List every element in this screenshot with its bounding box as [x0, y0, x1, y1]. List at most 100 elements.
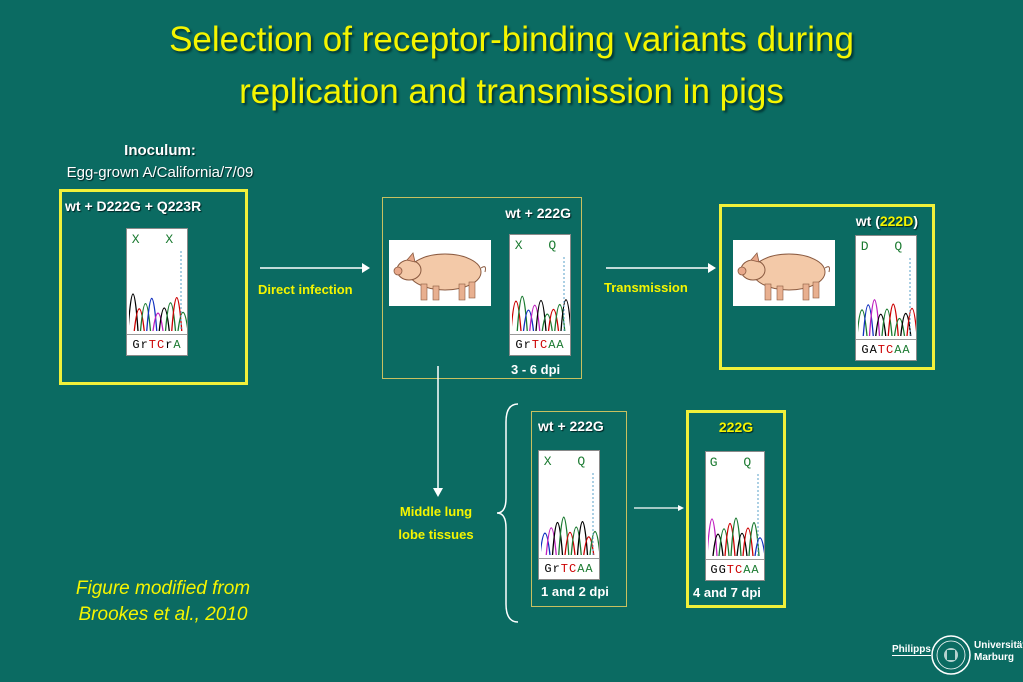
- middle-lung-line-2: lobe tissues: [398, 527, 474, 542]
- pig2-genotype-highlight: 222D: [879, 213, 914, 229]
- trace-peak: [139, 303, 152, 331]
- university-logo: Philipps Universität Marburg: [890, 632, 1023, 678]
- trace-peak: [887, 303, 899, 336]
- lung-late-chromatogram: G Q GGTCAA: [705, 451, 765, 581]
- trace-peak: [152, 312, 164, 331]
- sequence-segment: AA: [743, 563, 760, 577]
- sequence: GrTCrA: [127, 334, 187, 352]
- trace-peak: [862, 304, 874, 336]
- trace-peak: [736, 532, 748, 556]
- trace-plot: [541, 473, 599, 555]
- transmission-label: Transmission: [604, 280, 688, 295]
- transmission-arrow: [606, 263, 716, 273]
- sequence: GrTCAA: [510, 334, 570, 352]
- trace-plot: [512, 257, 570, 331]
- trace-peak: [708, 518, 718, 556]
- sequence-segment: TC: [531, 338, 549, 352]
- trace-peak: [529, 304, 541, 331]
- pig1-image: [389, 240, 491, 306]
- lung-early-box: wt + 222G X Q GrTCAA 1 and 2 dpi: [531, 411, 627, 607]
- logo-text-right: Universität Marburg: [974, 640, 1023, 664]
- inoculum-strain: Egg-grown A/California/7/09: [66, 164, 254, 181]
- sequence-segment: TC: [877, 343, 895, 357]
- sequence-segment: Gr: [132, 338, 149, 352]
- trace-peak: [522, 309, 535, 331]
- sequence-segment: TC: [148, 338, 166, 352]
- sequence-segment: r: [165, 338, 174, 352]
- pig-icon: [393, 252, 486, 301]
- title-line-1: Selection of receptor-binding variants d…: [169, 20, 854, 59]
- trace-plot: [858, 258, 916, 336]
- lung-early-dpi: 1 and 2 dpi: [541, 584, 609, 599]
- sequence-segment: GG: [710, 563, 727, 577]
- inoculum-genotype: wt + D222G + Q223R: [65, 198, 202, 214]
- inoculum-box: wt + D222G + Q223R X X GrTCrA: [59, 189, 248, 385]
- trace-peak: [547, 308, 560, 331]
- trace-peak: [516, 295, 528, 331]
- sequence-segment: AA: [548, 338, 565, 352]
- sequence-segment: Gr: [544, 562, 561, 576]
- pig2-genotype-prefix: wt (: [855, 213, 880, 229]
- pig2-genotype-suffix: ): [913, 213, 918, 229]
- trace-peak: [133, 308, 145, 331]
- direct-infection-label: Direct infection: [258, 282, 353, 297]
- university-seal-icon: [931, 635, 971, 675]
- codon-label: X X: [131, 232, 183, 247]
- codon-label: D Q: [860, 239, 912, 254]
- pig2-box: wt (222D) D Q GATCAA: [719, 204, 935, 370]
- pig1-box: wt + 222G X Q GrTCAA 3 - 6 dpi: [382, 197, 582, 379]
- trace-plot: [708, 474, 764, 556]
- trace-peak: [858, 309, 868, 336]
- trace-peak: [129, 293, 139, 331]
- sequence: GATCAA: [856, 339, 916, 357]
- pig1-chromatogram: X Q GrTCAA: [509, 234, 571, 356]
- down-arrow: [433, 366, 443, 497]
- direct-infection-arrow: [260, 263, 370, 273]
- lung-early-chromatogram: X Q GrTCAA: [538, 450, 600, 580]
- trace-peak: [748, 522, 760, 556]
- trace-peak: [146, 297, 158, 331]
- trace-peak: [730, 517, 742, 556]
- middle-lung-line-1: Middle lung: [399, 504, 473, 519]
- logo-text-right-1: Universität: [974, 640, 1023, 651]
- trace-peak: [881, 308, 893, 336]
- pig2-image: [733, 240, 835, 306]
- pig1-dpi: 3 - 6 dpi: [511, 362, 561, 377]
- sequence-segment: A: [173, 338, 182, 352]
- sequence-segment: GA: [861, 343, 878, 357]
- trace-peak: [570, 526, 582, 555]
- trace-peak: [893, 317, 906, 336]
- pig2-chromatogram: D Q GATCAA: [855, 235, 917, 361]
- trace-peak: [906, 308, 916, 336]
- trace-peak: [551, 521, 564, 555]
- sequence-segment: AA: [894, 343, 911, 357]
- lung-arrow: [634, 505, 684, 511]
- trace-peak: [724, 522, 736, 556]
- sequence-segment: Gr: [515, 338, 532, 352]
- trace-peak: [541, 313, 553, 331]
- trace-plot: [129, 251, 187, 331]
- lung-late-box: 222G G Q GGTCAA 4 and 7 dpi: [686, 410, 786, 608]
- trace-peak: [512, 300, 522, 331]
- lung-late-dpi: 4 and 7 dpi: [693, 585, 761, 600]
- page-title: Selection of receptor-binding variants d…: [0, 14, 1023, 118]
- sequence-segment: AA: [577, 562, 594, 576]
- sequence-segment: TC: [560, 562, 578, 576]
- curly-brace: [496, 403, 519, 623]
- trace-peak: [558, 516, 570, 555]
- trace-peak: [158, 307, 170, 331]
- trace-peak: [171, 296, 183, 331]
- sequence: GGTCAA: [706, 559, 764, 577]
- inoculum-label: Inoculum:: [124, 142, 196, 159]
- trace-peak: [177, 311, 187, 331]
- trace-peak: [718, 528, 730, 556]
- pig1-genotype: wt + 222G: [505, 205, 571, 221]
- trace-peak: [875, 313, 887, 336]
- sequence-segment: TC: [726, 563, 744, 577]
- trace-peak: [900, 312, 912, 336]
- trace-peak: [564, 531, 576, 555]
- lung-early-genotype: wt + 222G: [538, 418, 604, 434]
- trace-peak: [164, 302, 177, 331]
- inoculum-header: Inoculum: Egg-grown A/California/7/09: [40, 140, 280, 184]
- trace-peak: [541, 532, 551, 555]
